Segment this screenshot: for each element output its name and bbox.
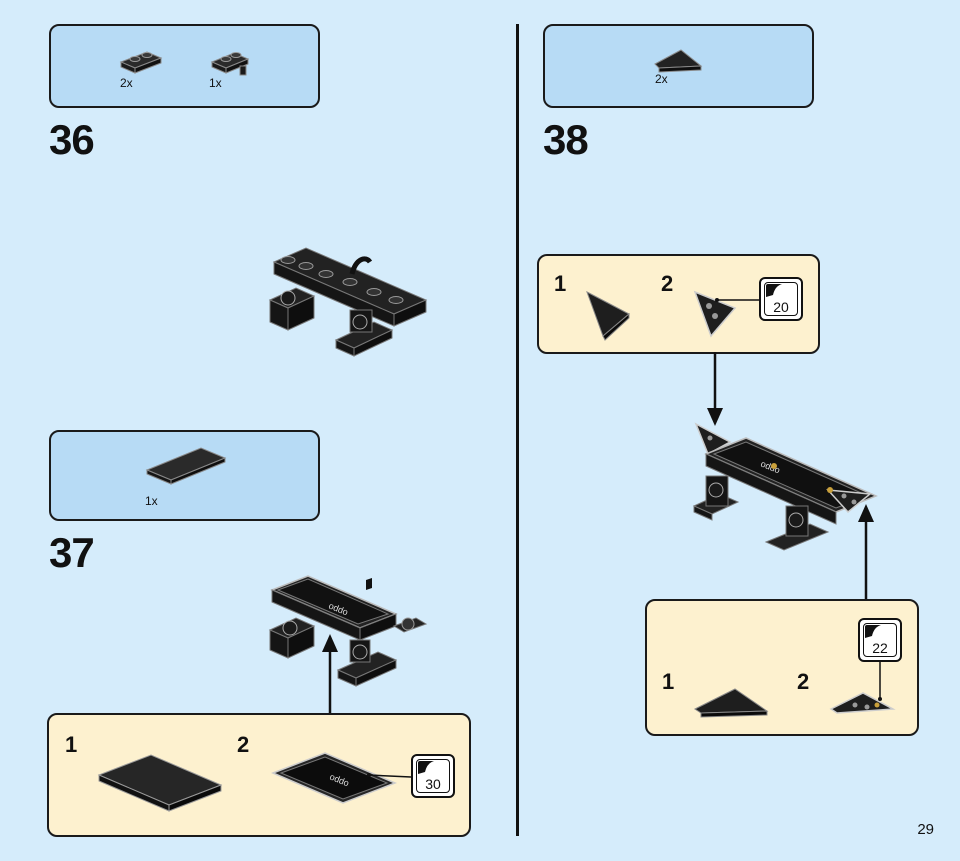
tile-2x4-icon (97, 754, 223, 812)
tile-triangle-with-sticker-icon (829, 692, 896, 714)
callout-line (878, 661, 882, 701)
substep-box-step-37: 1 2 oddo 30 (47, 713, 471, 837)
model-assembly-step-38: oddo (692, 422, 878, 551)
column-divider (516, 24, 519, 836)
parts-box-step-37: 1x (49, 430, 320, 521)
part-qty: 2x (655, 72, 668, 86)
sticker-peel-icon (766, 284, 782, 297)
sticker-reference-badge: 20 (759, 277, 803, 321)
arrow-up-icon (858, 504, 874, 602)
substep-number: 1 (65, 732, 78, 757)
part-qty: 1x (209, 76, 222, 90)
page-number: 29 (917, 821, 934, 838)
part-qty: 1x (145, 494, 158, 508)
substep-number: 2 (797, 669, 810, 694)
substep-number: 1 (554, 271, 567, 296)
substep-number: 2 (661, 271, 674, 296)
sticker-icon (416, 759, 450, 793)
sticker-number: 20 (773, 299, 789, 315)
substep-box-step-38-a: 1 2 20 (537, 254, 820, 354)
parts-box-step-38: 2x (543, 24, 814, 108)
part-qty: 2x (120, 76, 133, 90)
model-assembly-step-36 (268, 247, 428, 357)
plate-clip-vertical-icon (210, 52, 250, 76)
tile-triangle-icon (586, 290, 630, 341)
tile-with-sticker-icon: oddo (271, 752, 412, 804)
tile-triangle-icon (694, 688, 769, 718)
sticker-reference-badge: 22 (858, 618, 902, 662)
substep-number: 1 (662, 669, 675, 694)
tile-triangle-icon (654, 49, 703, 73)
plate-1x2-clip-icon (119, 51, 163, 74)
sticker-icon (863, 623, 897, 657)
substep-number: 2 (237, 732, 250, 757)
step-number: 37 (49, 529, 95, 576)
step-number: 36 (49, 116, 95, 163)
arrow-up-icon (322, 634, 338, 714)
arrow-down-icon (707, 352, 723, 426)
parts-box-step-36: 2x 1x (49, 24, 320, 108)
sticker-icon (764, 282, 798, 316)
tile-triangle-with-sticker-icon (693, 290, 761, 338)
sticker-number: 30 (425, 776, 441, 792)
model-assembly-step-37: oddo (268, 575, 428, 687)
sticker-reference-badge: 30 (411, 754, 455, 798)
step-number: 38 (543, 116, 589, 163)
sticker-number: 22 (872, 640, 888, 656)
sticker-peel-icon (865, 625, 881, 638)
tile-2x4-icon (145, 447, 227, 485)
sticker-peel-icon (418, 761, 434, 774)
substep-box-step-38-b: 1 2 22 (645, 599, 919, 736)
